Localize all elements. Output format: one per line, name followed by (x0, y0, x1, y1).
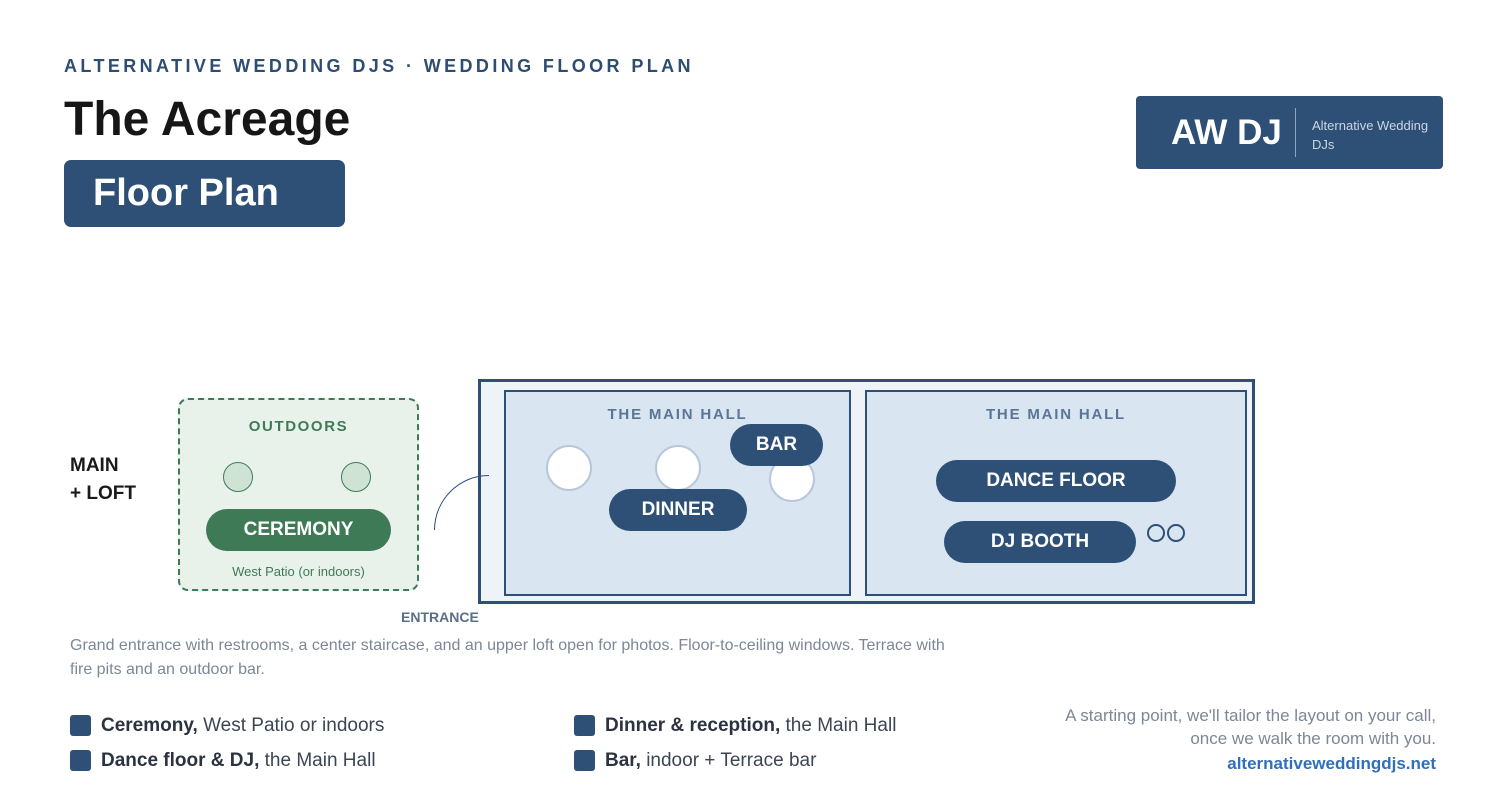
main-hall-dining: THE MAIN HALL BAR DINNER (504, 390, 851, 596)
legend-key: Ceremony, (101, 715, 198, 736)
brand-logo: AW DJ Alternative Wedding DJs (1136, 96, 1443, 169)
floor-plan-badge: Floor Plan (64, 160, 345, 227)
hall-title: THE MAIN HALL (985, 406, 1127, 423)
level-label-line2: + LOFT (70, 483, 136, 504)
legend-key: Bar, (605, 750, 641, 771)
logo-subtitle: Alternative Wedding DJs (1312, 118, 1429, 152)
website-link[interactable]: alternativeweddingdjs.net (1227, 754, 1436, 773)
outdoors-area: OUTDOORS CEREMONY West Patio (or indoors… (178, 398, 419, 591)
building-outline: THE MAIN HALL BAR DINNER THE MAIN HALL D… (478, 379, 1255, 604)
hall-title: THE MAIN HALL (607, 406, 748, 423)
outdoors-title: OUTDOORS (248, 418, 349, 435)
legend-swatch (574, 750, 595, 771)
legend-value: West Patio or indoors (197, 715, 385, 736)
level-label: MAIN + LOFT (70, 452, 136, 508)
page-title: The Acreage (64, 93, 351, 146)
door-swing-end (434, 529, 436, 530)
dinner-table (655, 445, 701, 491)
dance-floor-zone: DANCE FLOOR (936, 460, 1176, 502)
legend-value: the Main Hall (259, 750, 376, 771)
door-swing-icon (434, 475, 489, 530)
legend-swatch (574, 715, 595, 736)
main-hall-dance: THE MAIN HALL DANCE FLOOR DJ BOOTH (865, 390, 1247, 596)
legend-value: the Main Hall (780, 715, 897, 736)
dj-booth-zone: DJ BOOTH (944, 521, 1136, 563)
legend-swatch (70, 715, 91, 736)
logo-mark: AW DJ (1171, 113, 1282, 152)
ceremony-zone: CEREMONY (206, 509, 391, 551)
dinner-table (546, 445, 592, 491)
footer-note: A starting point, we'll tailor the layou… (1065, 706, 1436, 748)
speaker-icon (1167, 524, 1185, 542)
outdoors-note: West Patio (or indoors) (232, 564, 365, 579)
legend-key: Dinner & reception, (605, 715, 781, 736)
dinner-zone: DINNER (609, 489, 747, 531)
legend-swatch (70, 750, 91, 771)
page-eyebrow: ALTERNATIVE WEDDING DJS · WEDDING FLOOR … (64, 56, 694, 76)
bar-zone: BAR (730, 424, 823, 466)
ceremony-seat (341, 462, 371, 492)
ceremony-seat (223, 462, 253, 492)
legend-value: indoor + Terrace bar (640, 750, 817, 771)
legend-key: Dance floor & DJ, (101, 750, 260, 771)
level-label-line1: MAIN (70, 455, 119, 476)
entrance-label: ENTRANCE (401, 609, 479, 625)
logo-divider (1295, 108, 1296, 157)
venue-description: Grand entrance with restrooms, a center … (70, 637, 945, 678)
speaker-icon (1147, 524, 1165, 542)
